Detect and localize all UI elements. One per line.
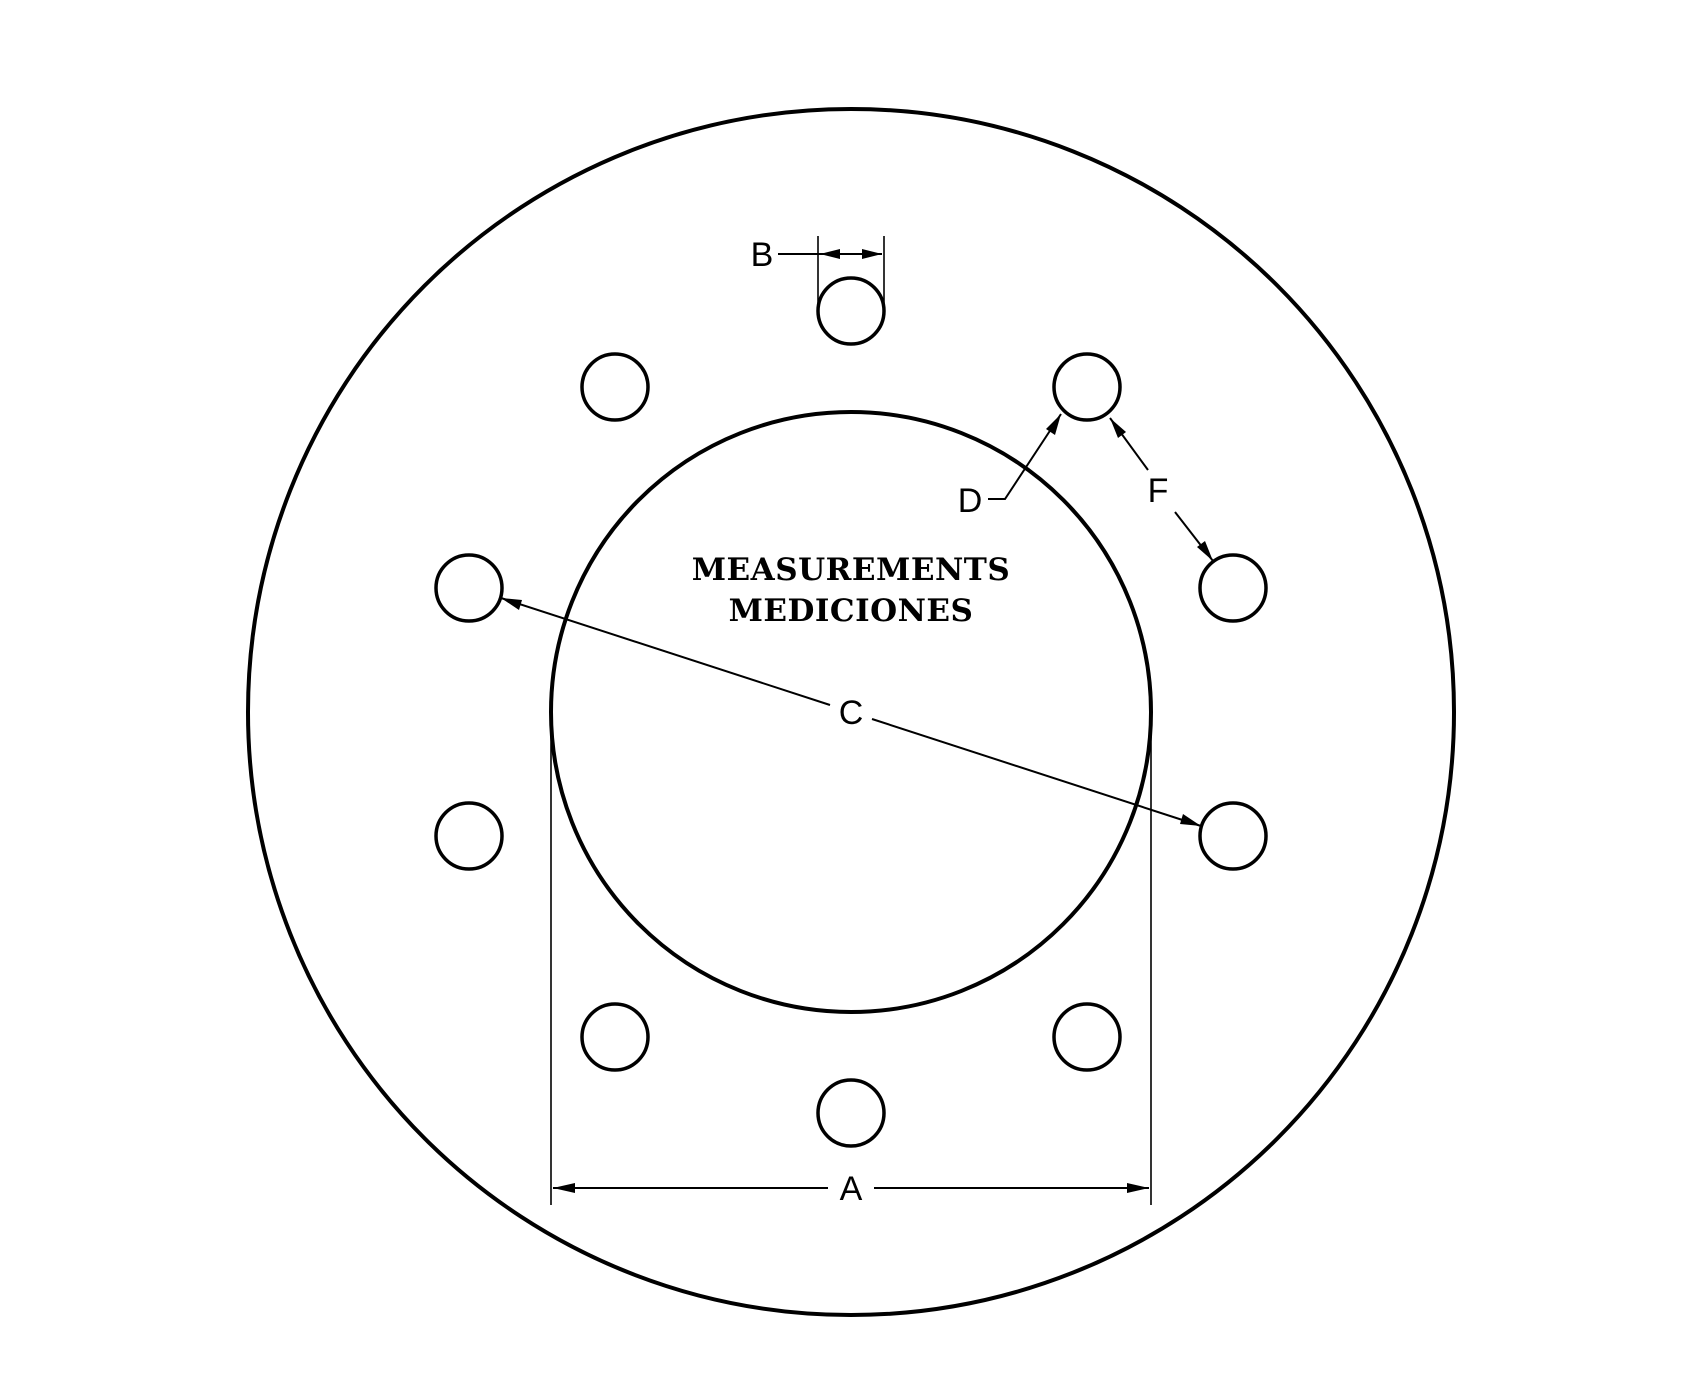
outer-circle: [246, 107, 1456, 1317]
dimension-d: D: [958, 413, 1062, 520]
bolt-hole: [1052, 352, 1122, 422]
dimension-c-arrow-right: [1180, 814, 1201, 826]
dimension-d-label: D: [958, 482, 983, 520]
dimension-f: F: [1109, 417, 1214, 562]
dimension-c-line-right: [871, 718, 1202, 827]
dimension-c-label: C: [839, 694, 864, 732]
dimension-b-arrow-left: [820, 249, 840, 259]
bolt-hole: [1198, 801, 1268, 871]
dimension-f-arrow-lower: [1197, 541, 1213, 561]
bolt-hole: [434, 801, 504, 871]
dimension-b-label: B: [751, 236, 774, 274]
dimension-b: B: [751, 236, 885, 311]
dimension-d-leader: [988, 413, 1062, 500]
title-block: MEASUREMENTS MEDICIONES: [692, 552, 1011, 629]
bolt-holes: [434, 276, 1268, 1148]
bolt-hole: [580, 1002, 650, 1072]
dimension-d-arrow: [1046, 414, 1061, 435]
title-line-2: MEDICIONES: [729, 593, 974, 629]
title-line-1: MEASUREMENTS: [692, 552, 1011, 588]
bolt-hole: [434, 553, 504, 623]
dimension-c-arrow-left: [501, 598, 522, 610]
dimension-a-arrow-left: [553, 1183, 575, 1193]
dimension-a-label: A: [840, 1170, 863, 1208]
dimension-f-label: F: [1148, 472, 1169, 510]
dimension-f-arrow-upper: [1110, 418, 1126, 438]
bolt-hole: [1052, 1002, 1122, 1072]
dimension-c-line-left: [500, 597, 831, 706]
bolt-hole: [580, 352, 650, 422]
dimension-c: C: [500, 597, 1202, 827]
bolt-hole: [1198, 553, 1268, 623]
bolt-hole: [816, 276, 886, 346]
dimension-b-arrow-right: [862, 249, 882, 259]
dimension-a-arrow-right: [1127, 1183, 1149, 1193]
bolt-hole: [816, 1078, 886, 1148]
dimension-a: A: [550, 708, 1152, 1208]
